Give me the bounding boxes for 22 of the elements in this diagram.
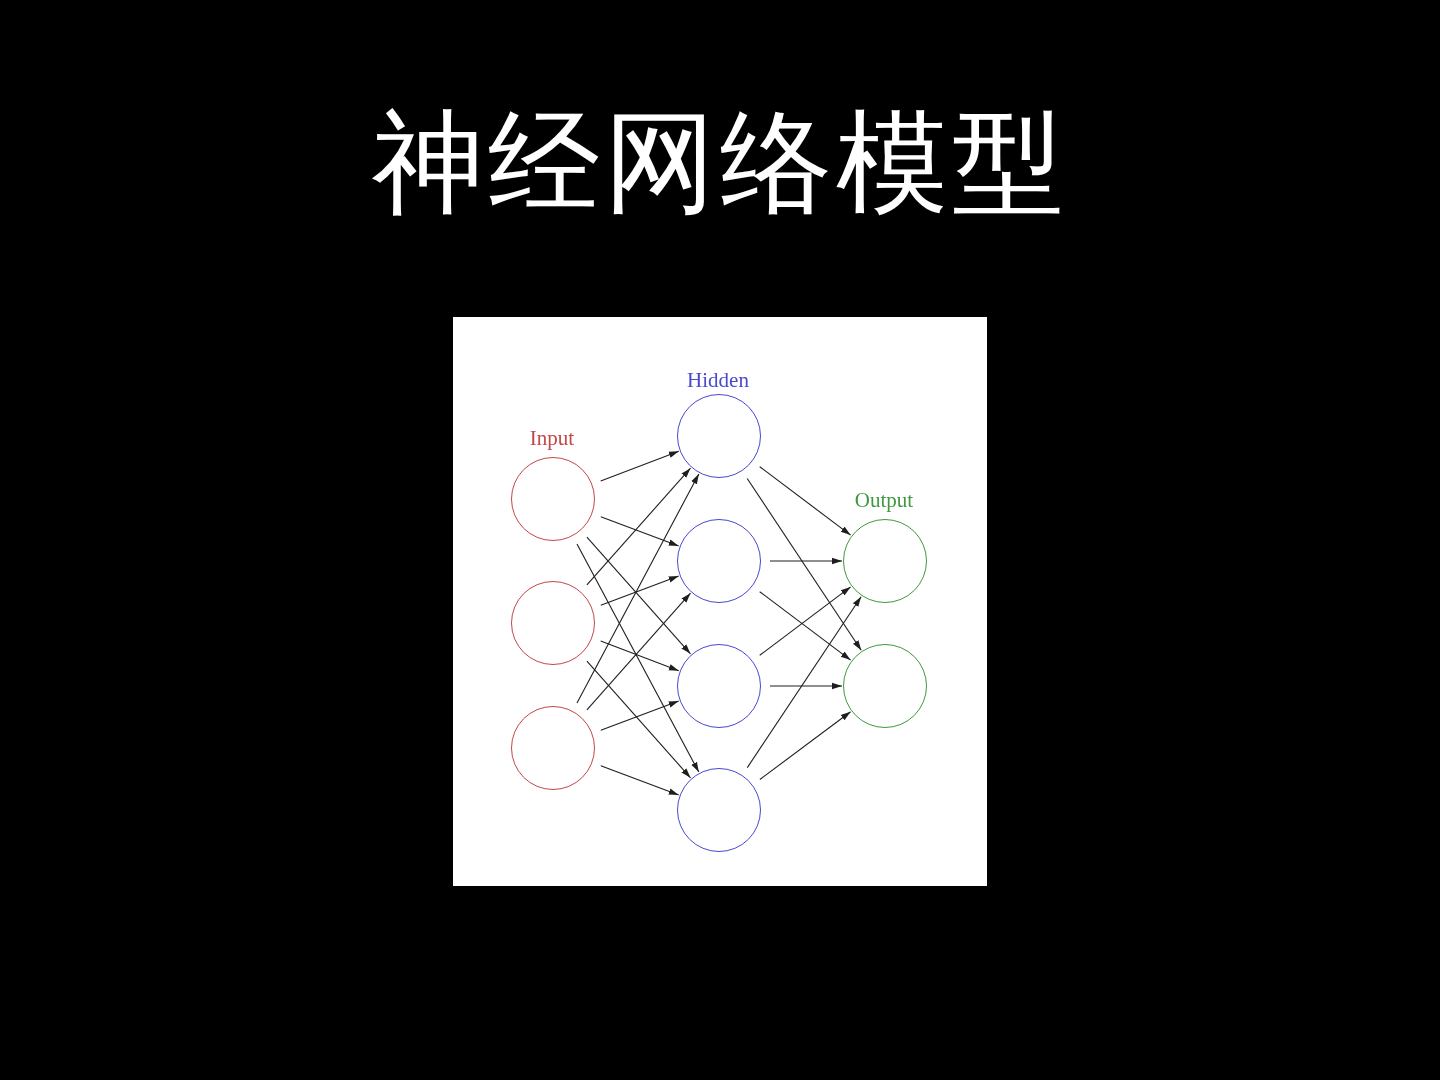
layer-label: Hidden [687, 369, 749, 393]
arrow [600, 575, 680, 606]
arrow [746, 596, 862, 769]
arrow [759, 711, 852, 781]
arrow [586, 660, 692, 779]
arrow [769, 557, 843, 565]
arrow [576, 473, 700, 704]
layer-label: Input [529, 427, 575, 451]
arrow [600, 700, 680, 731]
arrow [586, 536, 692, 655]
arrow [759, 466, 852, 536]
arrow [746, 477, 862, 651]
arrow [586, 467, 692, 586]
arrow [600, 450, 680, 482]
arrow [586, 592, 692, 711]
slide-title: 神经网络模型 [372, 98, 1068, 227]
layer-label: Output [854, 489, 914, 513]
arrow [600, 765, 680, 796]
arrow [600, 640, 680, 672]
arrow [576, 543, 700, 773]
arrow [769, 682, 843, 690]
arrow [600, 516, 680, 547]
